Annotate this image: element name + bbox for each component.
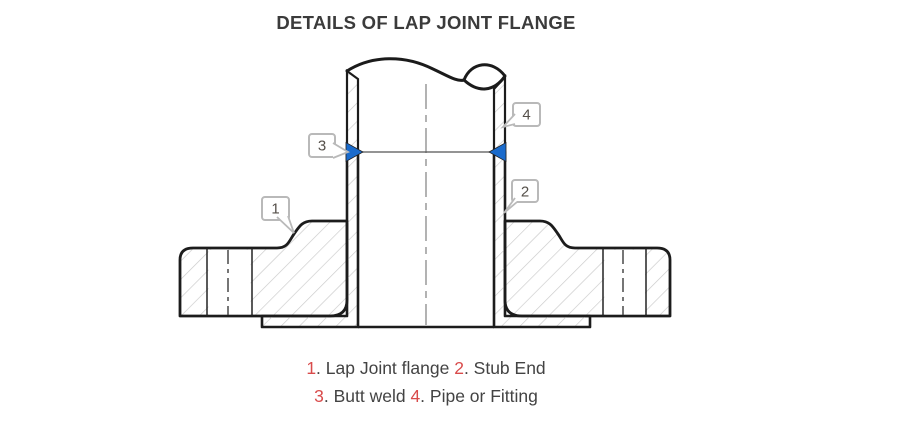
pipe-break-curve	[345, 57, 466, 82]
callout-2-box	[511, 179, 539, 203]
callout-2-tail	[503, 197, 518, 214]
callout-3-label: 3	[318, 138, 326, 155]
callout-1-label: 1	[271, 201, 279, 218]
pipe-break-lens	[462, 63, 507, 91]
legend-text: . Stub End	[463, 358, 546, 378]
callout-4-pipe: 4	[500, 102, 541, 129]
legend-number: 1	[306, 358, 317, 378]
callout-4-label: 4	[522, 107, 530, 124]
callout-2-label: 2	[521, 184, 529, 201]
callout-3-butt-weld: 3	[308, 133, 351, 159]
legend-text: . Pipe or Fitting	[420, 386, 538, 406]
legend-text: . Lap Joint flange	[316, 358, 455, 378]
legend-number: 2	[454, 358, 464, 378]
bolt-hole-right-band	[604, 249, 645, 315]
bolt-hole-right	[602, 248, 647, 316]
callout-3-tail	[332, 142, 351, 159]
callout-4-box	[512, 102, 541, 127]
page-title: DETAILS OF LAP JOINT FLANGE	[276, 12, 576, 33]
legend: 1. Lap Joint flange 2. Stub End 3. Butt …	[0, 354, 852, 410]
flange-left-half	[178, 219, 349, 318]
weld-symbol-right	[488, 141, 507, 163]
legend-number: 4	[410, 386, 421, 406]
bolt-hole-left-band	[208, 249, 251, 315]
legend-number: 3	[314, 386, 324, 406]
legend-line-1: 1. Lap Joint flange 2. Stub End	[0, 354, 852, 382]
legend-text: . Butt weld	[323, 386, 411, 406]
stub-end-cross-section	[260, 150, 592, 329]
flange-cross-section	[178, 219, 672, 318]
pipe-wall-right	[492, 74, 507, 154]
callout-4-tail	[500, 113, 516, 129]
pipe-wall-left	[345, 68, 360, 154]
callout-1-box	[261, 196, 290, 221]
callout-1-tail	[276, 215, 295, 234]
legend-line-2: 3. Butt weld 4. Pipe or Fitting	[0, 382, 852, 410]
callout-2-stub-end: 2	[503, 179, 539, 214]
bolt-hole-left	[206, 248, 253, 316]
callout-1-flange: 1	[261, 196, 295, 234]
